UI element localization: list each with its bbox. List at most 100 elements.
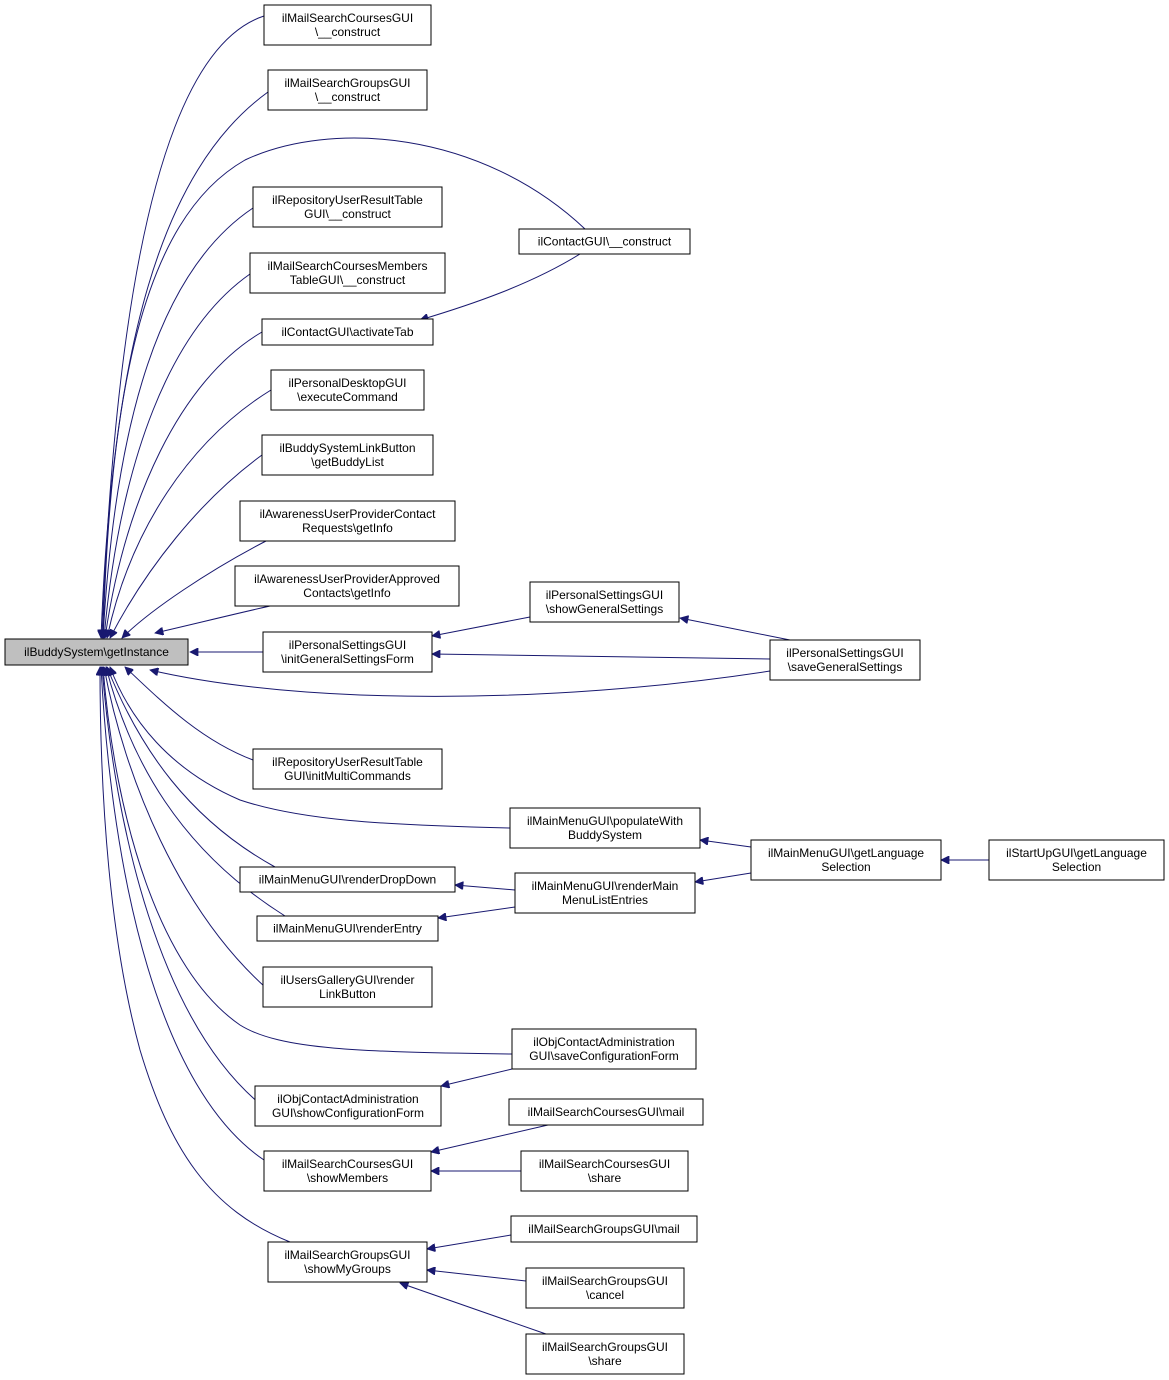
- edge-ilpersonalsettingsgui-savegeneralsettings-to-ilpersonalsettingsgui-showgeneralsettings: [680, 618, 791, 641]
- node-box: [249, 252, 446, 294]
- node-label: ilObjContactAdministration: [533, 1035, 674, 1049]
- node-box: [769, 639, 921, 681]
- node-ilobjcontactadministrationgui-showconfigurationform[interactable]: ilObjContactAdministrationGUI\showConfig…: [254, 1085, 442, 1127]
- node-box: [262, 631, 433, 673]
- node-box: [508, 1098, 704, 1126]
- node-box: [263, 4, 432, 46]
- node-label: GUI\__construct: [304, 207, 391, 221]
- edge-ilpersonalsettingsgui-savegeneralsettings-to-ilpersonalsettingsgui-initgeneralsettingsform: [432, 654, 771, 660]
- node-box: [267, 69, 428, 111]
- node-label: ilMainMenuGUI\renderDropDown: [259, 873, 436, 887]
- node-label: ilMailSearchGroupsGUI: [284, 1248, 410, 1262]
- node-ilmailsearchcoursesmemberstablegui-construct[interactable]: ilMailSearchCoursesMembersTableGUI\__con…: [249, 252, 446, 294]
- node-label: GUI\saveConfigurationForm: [529, 1049, 678, 1063]
- node-ilmailsearchcoursesgui-share[interactable]: ilMailSearchCoursesGUI\share: [520, 1150, 689, 1192]
- node-label: ilRepositoryUserResultTable: [272, 193, 423, 207]
- node-ilmailsearchgroupsgui-cancel[interactable]: ilMailSearchGroupsGUI\cancel: [525, 1267, 685, 1309]
- node-box: [254, 1085, 442, 1127]
- node-ilmainmenugui-renderentry[interactable]: ilMainMenuGUI\renderEntry: [256, 915, 439, 942]
- node-label: ilMailSearchGroupsGUI\mail: [528, 1222, 679, 1236]
- node-box: [520, 1150, 689, 1192]
- node-label: ilObjContactAdministration: [277, 1092, 418, 1106]
- node-box: [518, 228, 691, 255]
- node-ilpersonaldesktopgui-executecommand[interactable]: ilPersonalDesktopGUI\executeCommand: [270, 369, 425, 411]
- node-box: [525, 1267, 685, 1309]
- node-box: [509, 807, 701, 849]
- node-label: ilMailSearchGroupsGUI: [542, 1340, 668, 1354]
- edge-ilpersonalsettingsgui-showgeneralsettings-to-ilpersonalsettingsgui-initgeneralsettingsform: [432, 616, 531, 636]
- node-box: [267, 1241, 428, 1283]
- node-ilcontactgui-construct[interactable]: ilContactGUI\__construct: [518, 228, 691, 255]
- node-ilmailsearchcoursesgui-mail[interactable]: ilMailSearchCoursesGUI\mail: [508, 1098, 704, 1126]
- node-ilrepositoryuserresulttablegui-construct[interactable]: ilRepositoryUserResultTableGUI\__constru…: [252, 186, 443, 228]
- node-ilpersonalsettingsgui-initgeneralsettingsform[interactable]: ilPersonalSettingsGUI\initGeneralSetting…: [262, 631, 433, 673]
- node-label: \initGeneralSettingsForm: [281, 652, 414, 666]
- node-label: LinkButton: [319, 987, 376, 1001]
- node-label: ilAwarenessUserProviderApproved: [254, 572, 440, 586]
- node-label: \executeCommand: [297, 390, 398, 404]
- node-label: ilBuddySystemLinkButton: [279, 441, 415, 455]
- node-ilmailsearchgroupsgui-share[interactable]: ilMailSearchGroupsGUI\share: [525, 1333, 685, 1375]
- node-ilawarenessuserproviderapprovedcontacts-getinfo[interactable]: ilAwarenessUserProviderApprovedContacts\…: [234, 565, 460, 607]
- node-label: \__construct: [315, 90, 381, 104]
- edge-ilmailsearchcoursesgui-construct-to-ilbuddysystem-getinstance: [102, 15, 265, 638]
- node-label: ilMailSearchCoursesMembers: [267, 259, 427, 273]
- node-label: GUI\initMultiCommands: [284, 769, 411, 783]
- edge-ilmainmenugui-getlanguageselection-to-ilmainmenugui-populatewithbuddysystem: [700, 840, 752, 848]
- node-ilmailsearchgroupsgui-mail[interactable]: ilMailSearchGroupsGUI\mail: [510, 1215, 698, 1243]
- edges-layer: [100, 15, 989, 1335]
- node-ilcontactgui-activatetab[interactable]: ilContactGUI\activateTab: [261, 318, 434, 346]
- node-label: ilMainMenuGUI\renderEntry: [273, 922, 422, 936]
- node-label: \cancel: [586, 1288, 624, 1302]
- node-ilawarenessuserprovidercontactrequests-getinfo[interactable]: ilAwarenessUserProviderContactRequests\g…: [239, 500, 456, 542]
- node-label: ilUsersGalleryGUI\render: [280, 973, 414, 987]
- node-box: [529, 581, 680, 623]
- node-label: ilMainMenuGUI\getLanguage: [768, 846, 924, 860]
- node-ilbuddysystemlinkbutton-getbuddylist[interactable]: ilBuddySystemLinkButton\getBuddyList: [261, 434, 434, 476]
- node-box: [239, 500, 456, 542]
- node-label: ilAwarenessUserProviderContact: [260, 507, 437, 521]
- node-label: \share: [588, 1171, 622, 1185]
- edge-ilcontactgui-activatetab-to-ilbuddysystem-getinstance: [105, 331, 263, 638]
- node-box: [263, 1150, 432, 1192]
- node-ilpersonalsettingsgui-showgeneralsettings[interactable]: ilPersonalSettingsGUI\showGeneralSetting…: [529, 581, 680, 623]
- edge-ilbuddysystemlinkbutton-getbuddylist-to-ilbuddysystem-getinstance: [109, 454, 263, 638]
- nodes-layer: ilBuddySystem\getInstance ilMailSearchCou…: [4, 4, 1165, 1375]
- node-ilmailsearchgroupsgui-showmygroups[interactable]: ilMailSearchGroupsGUI\showMyGroups: [267, 1241, 428, 1283]
- node-label: ilMainMenuGUI\renderMain: [532, 879, 679, 893]
- node-ilrepositoryuserresulttablegui-initmulticommands[interactable]: ilRepositoryUserResultTableGUI\initMulti…: [252, 748, 443, 790]
- node-label: ilMainMenuGUI\populateWith: [527, 814, 683, 828]
- node-box: [510, 1215, 698, 1243]
- edge-ilawarenessuserproviderapprovedcontacts-getinfo-to-ilbuddysystem-getinstance: [155, 605, 271, 633]
- edge-ilmailsearchgroupsgui-mail-to-ilmailsearchgroupsgui-showmygroups: [427, 1234, 512, 1249]
- node-ilmailsearchcoursesgui-showmembers[interactable]: ilMailSearchCoursesGUI\showMembers: [263, 1150, 432, 1192]
- node-ilmailsearchcoursesgui-construct[interactable]: ilMailSearchCoursesGUI\__construct: [263, 4, 432, 46]
- node-label: ilMailSearchGroupsGUI: [542, 1274, 668, 1288]
- node-ilmainmenugui-renderdropdown[interactable]: ilMainMenuGUI\renderDropDown: [239, 866, 456, 893]
- edge-ilmailsearchcoursesgui-showmembers-to-ilbuddysystem-getinstance: [101, 667, 265, 1161]
- node-label: Contacts\getInfo: [303, 586, 391, 600]
- node-label: ilContactGUI\activateTab: [281, 325, 413, 339]
- edge-ilobjcontactadministrationgui-showconfigurationform-to-ilbuddysystem-getinstance: [102, 667, 261, 1105]
- node-ilmailsearchgroupsgui-construct[interactable]: ilMailSearchGroupsGUI\__construct: [267, 69, 428, 111]
- edge-ilmailsearchgroupsgui-share-to-ilmailsearchgroupsgui-showmygroups: [400, 1283, 547, 1335]
- node-label: MenuListEntries: [562, 893, 648, 907]
- edge-ilmainmenugui-populatewithbuddysystem-to-ilbuddysystem-getinstance: [110, 667, 511, 829]
- node-label: ilPersonalSettingsGUI: [289, 638, 406, 652]
- node-ilpersonalsettingsgui-savegeneralsettings[interactable]: ilPersonalSettingsGUI\saveGeneralSetting…: [769, 639, 921, 681]
- node-ilobjcontactadministrationgui-saveconfigurationform[interactable]: ilObjContactAdministrationGUI\saveConfig…: [511, 1028, 697, 1070]
- node-label: \getBuddyList: [311, 455, 384, 469]
- node-label: \share: [588, 1354, 622, 1368]
- node-label: ilBuddySystem\getInstance: [24, 645, 169, 659]
- node-label: ilRepositoryUserResultTable: [272, 755, 423, 769]
- node-box: [261, 434, 434, 476]
- node-label: \__construct: [315, 25, 381, 39]
- edge-ilcontactgui-construct-to-ilcontactgui-activatetab: [420, 253, 581, 320]
- node-ilbuddysystem-getinstance[interactable]: ilBuddySystem\getInstance: [4, 638, 189, 666]
